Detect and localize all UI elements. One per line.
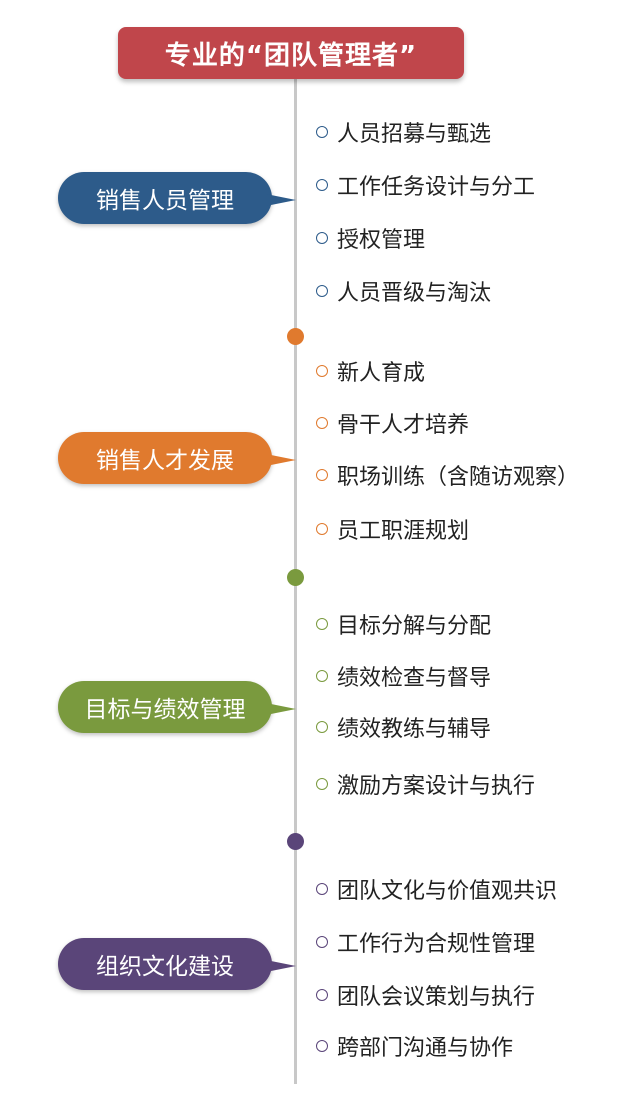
category-bubble-sales-staff-management: 销售人员管理 (58, 172, 296, 224)
circle-bullet-icon (316, 179, 328, 191)
circle-bullet-icon (316, 618, 328, 630)
list-item: 激励方案设计与执行 (316, 769, 535, 799)
circle-bullet-icon (316, 670, 328, 682)
category-label: 目标与绩效管理 (84, 697, 246, 723)
circle-bullet-icon (316, 883, 328, 895)
list-item: 目标分解与分配 (316, 609, 491, 639)
list-item: 人员招募与甄选 (316, 117, 491, 147)
circle-bullet-icon (316, 989, 328, 1001)
item-label: 员工职涯规划 (337, 519, 470, 544)
item-label: 工作任务设计与分工 (337, 175, 536, 200)
item-label: 激励方案设计与执行 (337, 774, 536, 799)
circle-bullet-icon (316, 232, 328, 244)
item-label: 团队文化与价值观共识 (337, 879, 558, 904)
category-bubble-organizational-culture: 组织文化建设 (58, 938, 296, 990)
list-item: 工作任务设计与分工 (316, 170, 535, 200)
section-divider-dot (287, 833, 304, 850)
section-divider-dot (287, 328, 304, 345)
circle-bullet-icon (316, 285, 328, 297)
circle-bullet-icon (316, 365, 328, 377)
circle-bullet-icon (316, 469, 328, 481)
item-label: 团队会议策划与执行 (337, 985, 536, 1010)
list-item: 绩效检查与督导 (316, 661, 491, 691)
list-item: 员工职涯规划 (316, 514, 469, 544)
list-item: 工作行为合规性管理 (316, 927, 535, 957)
circle-bullet-icon (316, 778, 328, 790)
category-label: 销售人员管理 (96, 188, 234, 214)
list-item: 人员晋级与淘汰 (316, 276, 491, 306)
item-label: 绩效教练与辅导 (337, 717, 492, 742)
circle-bullet-icon (316, 126, 328, 138)
list-item: 团队文化与价值观共识 (316, 874, 557, 904)
category-label: 组织文化建设 (96, 954, 234, 980)
item-label: 跨部门沟通与协作 (337, 1036, 514, 1061)
item-label: 绩效检查与督导 (337, 666, 492, 691)
category-label: 销售人才发展 (96, 448, 234, 474)
item-label: 职场训练（含随访观察） (337, 465, 580, 490)
circle-bullet-icon (316, 417, 328, 429)
item-label: 工作行为合规性管理 (337, 932, 536, 957)
circle-bullet-icon (316, 523, 328, 535)
category-bubble-sales-talent-development: 销售人才发展 (58, 432, 296, 484)
diagram-title: 专业的“团队管理者” (118, 27, 464, 79)
section-divider-dot (287, 569, 304, 586)
list-item: 授权管理 (316, 223, 425, 253)
circle-bullet-icon (316, 721, 328, 733)
item-label: 授权管理 (337, 228, 426, 253)
list-item: 新人育成 (316, 356, 425, 386)
list-item: 团队会议策划与执行 (316, 980, 535, 1010)
list-item: 跨部门沟通与协作 (316, 1031, 513, 1061)
category-bubble-goal-performance-management: 目标与绩效管理 (58, 681, 296, 733)
list-item: 骨干人才培养 (316, 408, 469, 438)
item-label: 骨干人才培养 (337, 413, 470, 438)
item-label: 目标分解与分配 (337, 614, 492, 639)
item-label: 新人育成 (337, 361, 426, 386)
list-item: 绩效教练与辅导 (316, 712, 491, 742)
item-label: 人员晋级与淘汰 (337, 281, 492, 306)
circle-bullet-icon (316, 936, 328, 948)
list-item: 职场训练（含随访观察） (316, 460, 579, 490)
circle-bullet-icon (316, 1040, 328, 1052)
item-label: 人员招募与甄选 (337, 122, 492, 147)
